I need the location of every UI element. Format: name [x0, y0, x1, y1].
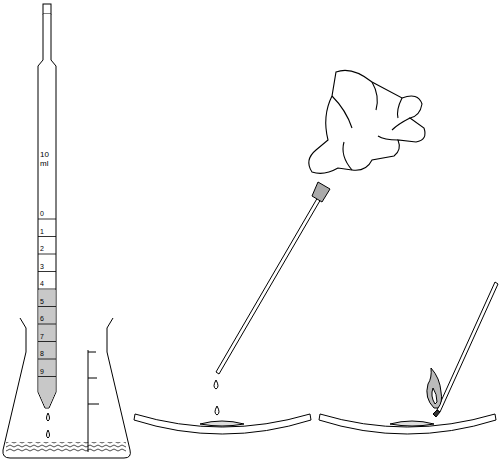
scale-number: 4 — [40, 280, 44, 288]
hand — [309, 70, 425, 173]
scale-number: 2 — [40, 245, 44, 253]
drop — [47, 430, 50, 438]
scale-tick — [38, 324, 56, 325]
scale-tick — [38, 376, 56, 377]
scale-number: 1 — [40, 228, 44, 236]
scale-number: 7 — [40, 333, 44, 341]
scale-number: 8 — [40, 350, 44, 358]
scale-tick — [38, 289, 56, 290]
scale-tick — [38, 254, 56, 255]
scale-number: 6 — [40, 315, 44, 323]
scale-tick — [38, 236, 56, 237]
burning-splint — [427, 282, 498, 417]
watch-glass — [134, 414, 311, 434]
burette — [38, 4, 56, 408]
scale-tick — [38, 219, 56, 220]
scale-number: 3 — [40, 263, 44, 271]
scale-number: 5 — [40, 298, 44, 306]
scale-tick — [38, 306, 56, 307]
scale-tick — [38, 271, 56, 272]
watch-glass — [319, 414, 496, 434]
volume-label: 10 ml — [40, 150, 52, 168]
erlenmeyer-flask — [3, 318, 131, 458]
scale-tick — [38, 359, 56, 360]
pipette — [214, 182, 330, 415]
drop — [47, 413, 50, 421]
scale-number: 0 — [40, 210, 44, 218]
scale-tick — [38, 341, 56, 342]
scale-number: 9 — [40, 368, 44, 376]
